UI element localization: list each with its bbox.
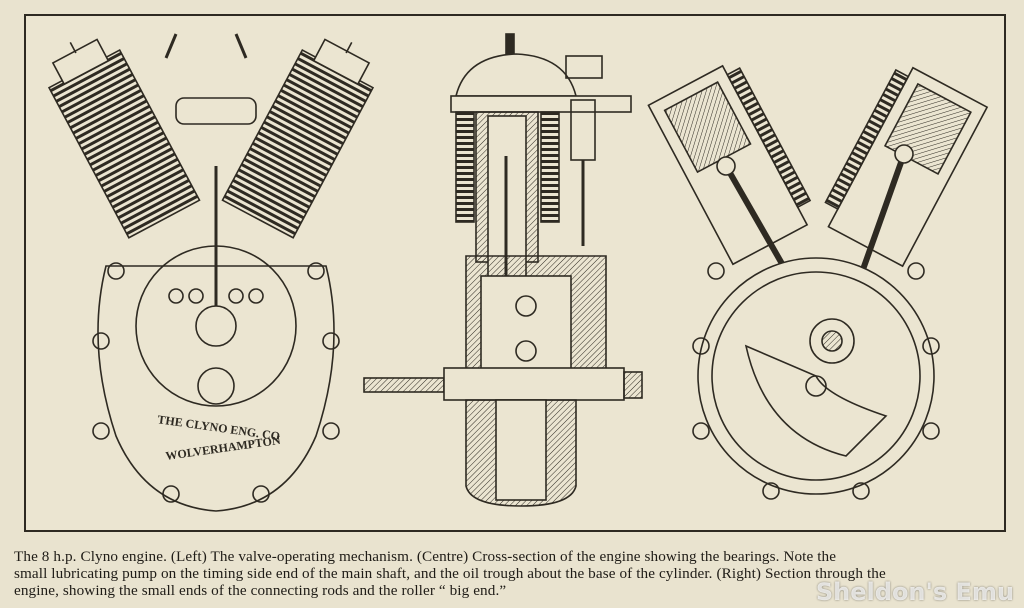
- caption-line-1: The 8 h.p. Clyno engine. (Left) The valv…: [14, 548, 837, 565]
- illustration-plate: THE CLYNO ENG. CO WOLVERHAMPTON: [24, 14, 1006, 532]
- right-cylinder: [221, 38, 375, 239]
- watermark: Sheldon's Emu: [815, 578, 1014, 606]
- left-cylinder: [47, 38, 201, 239]
- figure-caption: The 8 h.p. Clyno engine. (Left) The valv…: [14, 548, 1010, 599]
- left-engine-drawing: THE CLYNO ENG. CO WOLVERHAMPTON: [47, 33, 375, 512]
- engine-drawings: THE CLYNO ENG. CO WOLVERHAMPTON: [47, 33, 989, 512]
- caption-line-3: engine, showing the small ends of the co…: [14, 582, 507, 599]
- right-engine-drawing: [647, 64, 989, 500]
- caption-line-2: small lubricating pump on the timing sid…: [14, 565, 886, 582]
- centre-engine-drawing: [363, 33, 643, 507]
